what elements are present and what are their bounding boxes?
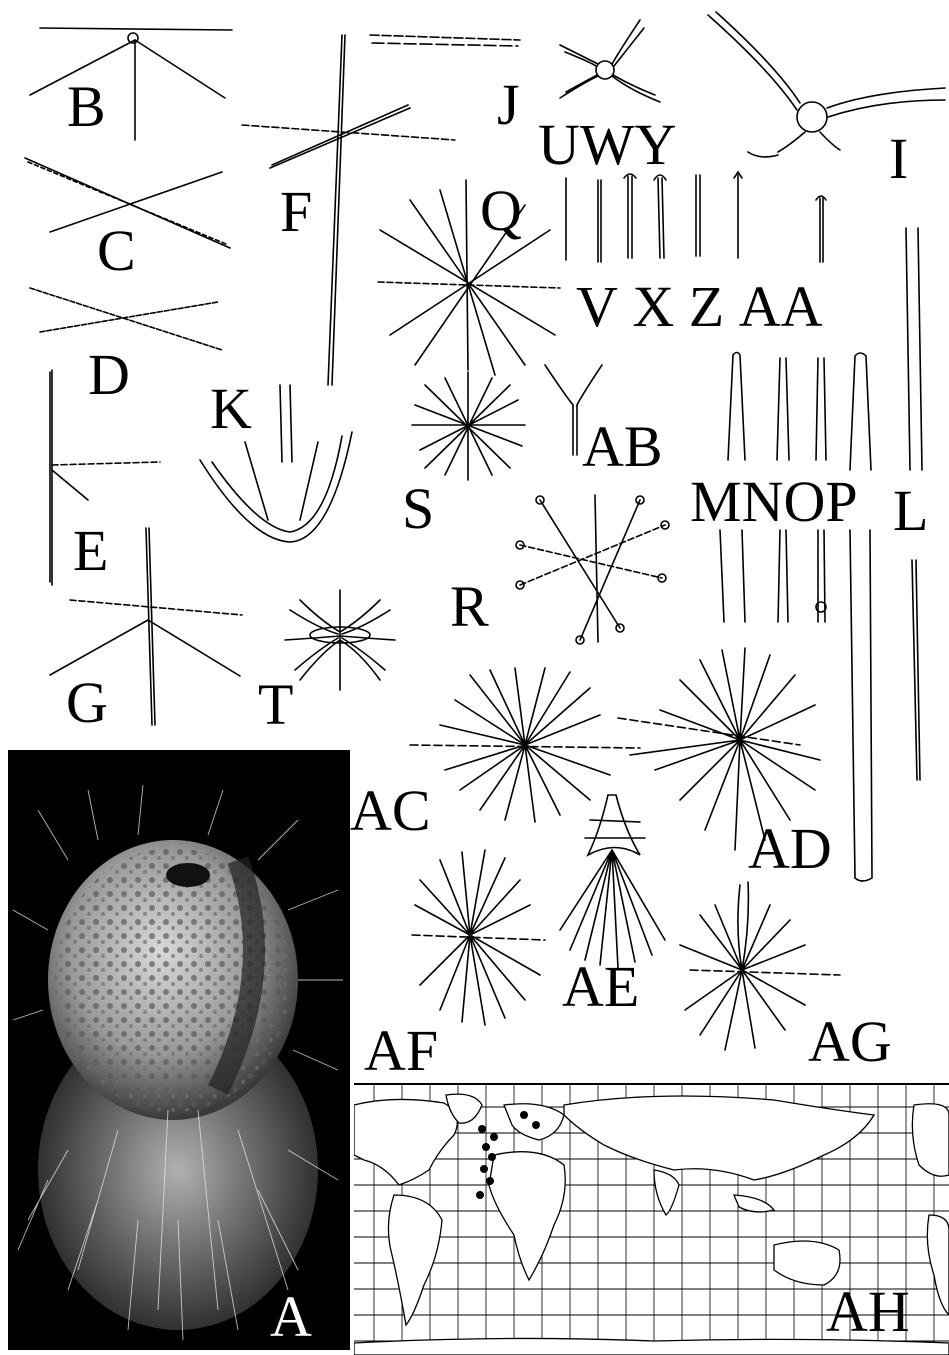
specimen-photo xyxy=(8,750,350,1350)
label-c: C xyxy=(97,222,136,280)
label-f: F xyxy=(280,183,312,241)
label-uwy: UWY xyxy=(538,116,677,174)
label-q: Q xyxy=(480,182,522,240)
label-g: G xyxy=(66,674,108,732)
drawing-ae xyxy=(560,795,665,968)
drawing-d xyxy=(30,288,222,350)
label-r: R xyxy=(450,578,489,636)
label-af: AF xyxy=(364,1022,438,1080)
label-e: E xyxy=(73,522,108,580)
label-ae: AE xyxy=(562,958,639,1016)
label-v: V xyxy=(576,274,618,339)
label-x: X xyxy=(632,274,674,339)
label-ac: AC xyxy=(350,782,431,840)
label-m: M xyxy=(690,469,742,534)
label-j: J xyxy=(497,76,520,134)
label-y: Y xyxy=(635,112,677,177)
label-vxz: V X Z AA xyxy=(576,278,823,336)
label-n: N xyxy=(742,469,784,534)
drawing-rods-upper xyxy=(566,172,826,262)
label-k: K xyxy=(210,380,252,438)
photo-panel-a: A xyxy=(8,750,350,1350)
label-d: D xyxy=(88,346,130,404)
drawing-q xyxy=(378,180,560,375)
label-ah: AH xyxy=(826,1283,910,1341)
label-ad: AD xyxy=(748,820,832,878)
drawing-s xyxy=(412,372,525,480)
drawing-f xyxy=(242,35,455,385)
label-b: B xyxy=(67,78,106,136)
label-i: I xyxy=(889,130,908,188)
label-w: W xyxy=(580,112,635,177)
label-mnop: MNOP xyxy=(690,473,858,531)
label-aa: AA xyxy=(739,274,823,339)
label-a: A xyxy=(270,1288,312,1346)
label-u: U xyxy=(538,112,580,177)
label-t: T xyxy=(258,676,293,734)
drawing-ac xyxy=(410,668,640,822)
drawing-mnop xyxy=(720,353,872,882)
label-p: P xyxy=(825,469,857,534)
label-s: S xyxy=(402,480,434,538)
label-l: L xyxy=(893,482,928,540)
drawing-b xyxy=(30,28,232,140)
drawing-j xyxy=(370,35,520,46)
drawing-t xyxy=(285,590,395,690)
drawing-i xyxy=(708,12,945,157)
drawing-af xyxy=(412,850,545,1025)
label-z: Z xyxy=(689,274,724,339)
label-o: O xyxy=(783,469,825,534)
drawing-r xyxy=(516,495,669,644)
drawing-cross xyxy=(560,20,660,102)
label-ag: AG xyxy=(808,1013,892,1071)
map-panel-ah: AH xyxy=(354,1083,949,1355)
label-ab: AB xyxy=(582,418,663,476)
